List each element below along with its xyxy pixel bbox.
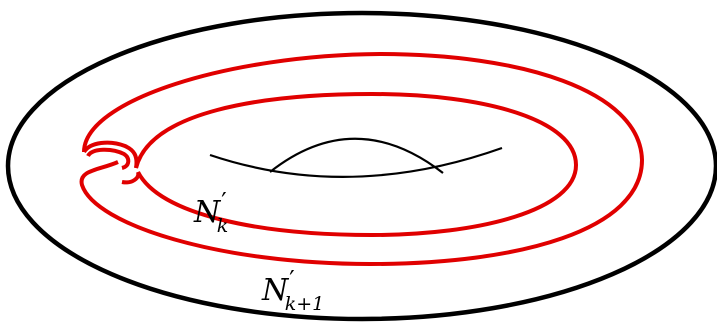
label-n-k-plus-1-prime: ′ bbox=[289, 266, 295, 294]
curve-n-k-plus-1 bbox=[79, 51, 645, 267]
surface-outline bbox=[5, 10, 717, 322]
label-n-k-subscript: k bbox=[216, 215, 229, 237]
label-n-k-plus-1-subscript: k+1 bbox=[284, 293, 325, 315]
label-n-k: N′k bbox=[194, 190, 228, 236]
curve-clasp-link bbox=[121, 171, 141, 185]
curve-clasp-upper bbox=[82, 140, 139, 169]
handle-lower-arc bbox=[209, 146, 503, 178]
label-n-k-base: N bbox=[194, 195, 221, 230]
curve-clasp-lower bbox=[86, 147, 131, 170]
label-n-k-plus-1: N′k+1 bbox=[262, 268, 324, 314]
handle-upper-arc bbox=[269, 137, 444, 174]
label-n-k-prime: ′ bbox=[221, 188, 227, 216]
curve-n-k bbox=[134, 91, 579, 238]
label-n-k-plus-1-base: N bbox=[262, 273, 289, 308]
